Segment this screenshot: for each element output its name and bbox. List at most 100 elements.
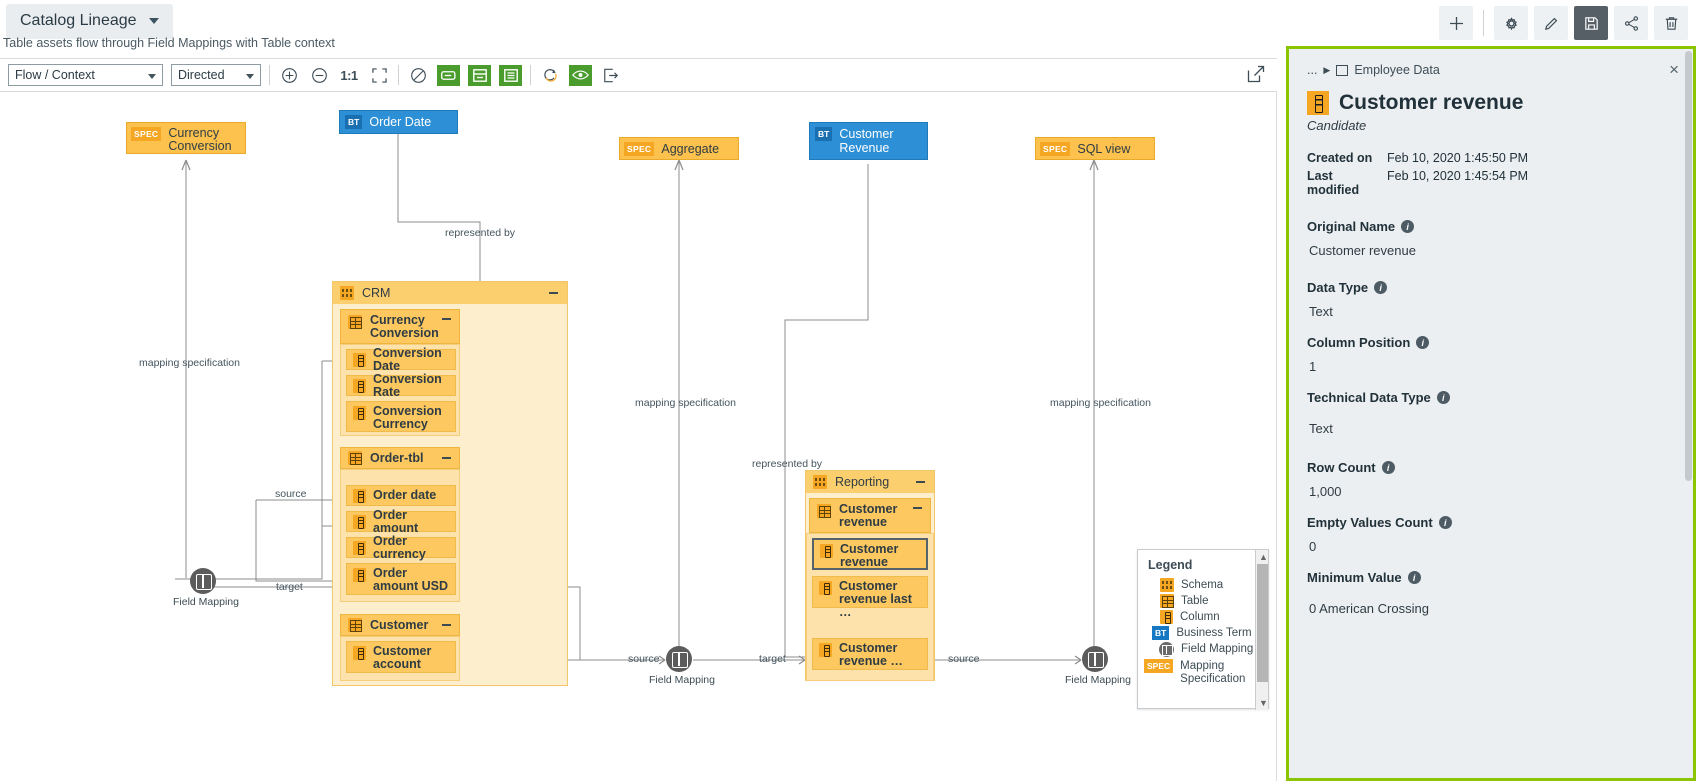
field-mapping-icon xyxy=(1082,646,1108,672)
breadcrumb-item[interactable]: Employee Data xyxy=(1354,63,1440,77)
table-label: Customer revenue xyxy=(839,502,898,529)
meta-row-created-on: Created on Feb 10, 2020 1:45:50 PM xyxy=(1307,151,1675,165)
view-mode-select[interactable]: Flow / Context xyxy=(8,64,163,86)
meta-label: Created on xyxy=(1307,151,1373,165)
column-node-order-amount[interactable]: Order amount xyxy=(346,508,456,534)
schema-header-reporting[interactable]: Reporting xyxy=(806,471,934,493)
column-node-customer-revenue-last[interactable]: Customer revenue last … xyxy=(812,576,928,619)
table-label: Order-tbl xyxy=(370,451,424,465)
tab-catalog-lineage[interactable]: Catalog Lineage xyxy=(6,4,173,39)
field-label: Row Count i xyxy=(1307,460,1675,475)
collapse-minus-icon[interactable] xyxy=(549,292,558,294)
field-label-text: Data Type xyxy=(1307,280,1369,295)
scroll-down-arrow-icon[interactable]: ▼ xyxy=(1259,698,1268,708)
edit-button[interactable] xyxy=(1534,6,1568,40)
zoom-out-button[interactable] xyxy=(308,64,330,86)
info-icon[interactable]: i xyxy=(1438,516,1452,529)
no-filter-button[interactable] xyxy=(407,64,429,86)
details-scrollbar[interactable] xyxy=(1684,49,1693,778)
table-node-order-tbl[interactable]: Order-tbl xyxy=(340,447,460,469)
schema-label: CRM xyxy=(362,286,391,300)
column-node-conversion-currency[interactable]: Conversion Currency xyxy=(346,401,456,432)
eye-icon xyxy=(572,70,589,80)
refresh-button[interactable] xyxy=(539,64,561,86)
close-panel-button[interactable]: × xyxy=(1669,60,1679,79)
direction-select[interactable]: Directed xyxy=(171,64,261,86)
details-scroll-thumb[interactable] xyxy=(1685,51,1692,481)
share-icon xyxy=(1624,15,1638,31)
field-mapping-node-2[interactable]: Field Mapping xyxy=(649,646,715,686)
table-header[interactable]: Customer revenue xyxy=(810,499,930,532)
expand-all-button[interactable] xyxy=(499,64,522,86)
field-mapping-node-3[interactable]: Field Mapping xyxy=(1065,646,1131,686)
field-label-text: Minimum Value xyxy=(1307,570,1402,585)
column-node-order-amount-usd[interactable]: Order amount USD xyxy=(346,563,456,595)
lineage-canvas[interactable]: SPEC Currency Conversion SPEC Aggregate … xyxy=(0,92,1277,781)
fit-to-screen-button[interactable] xyxy=(368,64,390,86)
collapse-all-button[interactable] xyxy=(437,64,460,86)
save-button[interactable] xyxy=(1574,6,1608,40)
collapse-minus-icon[interactable] xyxy=(916,481,925,483)
collapse-minus-icon[interactable] xyxy=(913,507,922,509)
edge-label-represented-by-1: represented by xyxy=(445,227,516,239)
scroll-up-arrow-icon[interactable]: ▲ xyxy=(1259,552,1268,562)
info-icon[interactable]: i xyxy=(1436,391,1450,404)
export-button[interactable] xyxy=(600,64,622,86)
chevron-down-icon[interactable] xyxy=(148,18,159,24)
zoom-in-button[interactable] xyxy=(278,64,300,86)
table-node-customer-revenue[interactable]: Customer revenue xyxy=(809,498,931,533)
field-value: Text xyxy=(1309,304,1333,319)
collapse-minus-icon[interactable] xyxy=(442,318,451,320)
visibility-button[interactable] xyxy=(569,64,592,86)
breadcrumb-ellipsis[interactable]: ... xyxy=(1307,63,1318,77)
business-term-node-customer-revenue[interactable]: BT Customer Revenue xyxy=(809,122,928,160)
chevron-right-icon[interactable]: ▶ xyxy=(1323,64,1331,75)
spec-node-sql-view[interactable]: SPEC SQL view xyxy=(1035,137,1155,160)
column-node-order-date[interactable]: Order date xyxy=(346,485,456,506)
legend-scroll-thumb[interactable] xyxy=(1257,564,1268,682)
collapse-minus-icon[interactable] xyxy=(442,457,451,459)
info-icon[interactable]: i xyxy=(1374,281,1388,294)
info-icon[interactable]: i xyxy=(1416,336,1430,349)
column-node-customer-revenue[interactable]: Customer revenue xyxy=(812,538,928,570)
settings-button[interactable] xyxy=(1494,6,1528,40)
info-icon[interactable]: i xyxy=(1381,461,1395,474)
expand-partial-button[interactable] xyxy=(468,64,491,86)
field-value: 0 American Crossing xyxy=(1309,601,1429,616)
table-header[interactable]: Currency Conversion xyxy=(341,310,459,343)
column-node-conversion-date[interactable]: Conversion Date xyxy=(346,346,456,372)
table-label: Customer xyxy=(370,618,429,632)
table-node-currency-conversion[interactable]: Currency Conversion xyxy=(340,309,460,344)
collapse-minus-icon[interactable] xyxy=(442,624,451,626)
spec-node-aggregate[interactable]: SPEC Aggregate xyxy=(619,137,739,160)
edge-label-source-2: source xyxy=(628,653,660,665)
column-node-conversion-rate[interactable]: Conversion Rate xyxy=(346,372,456,398)
schema-header-crm[interactable]: CRM xyxy=(333,282,567,304)
info-icon[interactable]: i xyxy=(1407,571,1421,584)
field-mapping-icon xyxy=(1159,642,1174,657)
legend-label: Schema xyxy=(1181,579,1224,591)
list-expand-icon xyxy=(503,68,518,82)
pencil-icon xyxy=(1544,17,1557,30)
column-label: Order date xyxy=(373,488,437,502)
edge-label-mapping-spec-3: mapping specification xyxy=(1050,397,1151,409)
field-original-name: Original Name i Customer revenue xyxy=(1307,219,1675,258)
add-button[interactable] xyxy=(1439,6,1473,40)
business-term-node-order-date[interactable]: BT Order Date xyxy=(339,110,458,134)
column-node-customer-account[interactable]: Customer account xyxy=(346,641,456,673)
table-node-customer[interactable]: Customer xyxy=(340,614,460,636)
delete-button[interactable] xyxy=(1654,6,1688,40)
share-button[interactable] xyxy=(1614,6,1648,40)
column-node-order-currency[interactable]: Order currency xyxy=(346,534,456,560)
table-header[interactable]: Customer xyxy=(341,615,459,635)
spec-label: Aggregate xyxy=(661,141,720,156)
zoom-reset-button[interactable]: 1:1 xyxy=(340,67,358,83)
legend-scrollbar[interactable]: ▲ ▼ xyxy=(1255,550,1268,710)
spec-node-currency-conversion[interactable]: SPEC Currency Conversion xyxy=(126,122,246,154)
info-icon[interactable]: i xyxy=(1401,220,1415,233)
field-mapping-node-1[interactable]: Field Mapping xyxy=(173,568,239,608)
popout-button[interactable] xyxy=(1247,65,1267,85)
table-header[interactable]: Order-tbl xyxy=(341,448,459,468)
column-node-customer-revenue-3[interactable]: Customer revenue … xyxy=(812,638,928,670)
schema-label: Reporting xyxy=(835,475,890,489)
